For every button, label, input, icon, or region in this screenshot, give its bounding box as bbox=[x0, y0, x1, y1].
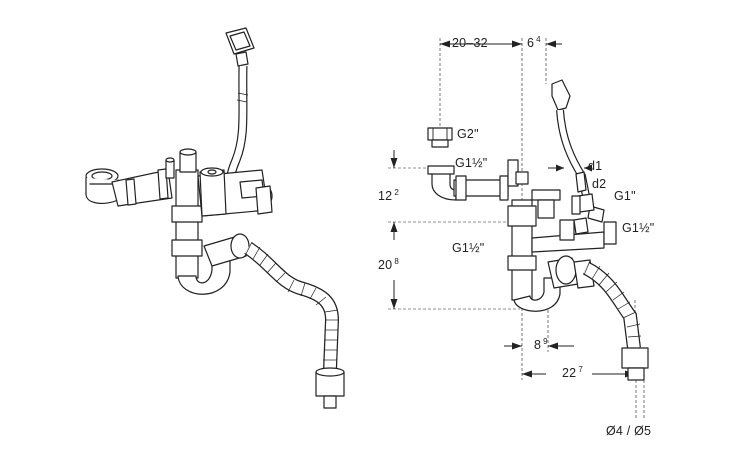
thread-g1half-mid: G1½" bbox=[452, 241, 485, 255]
trap-body bbox=[165, 148, 273, 295]
label-d1: d1 bbox=[588, 159, 603, 173]
elbow-inlet bbox=[427, 159, 529, 201]
thread-g1half-top: G1½" bbox=[455, 156, 488, 170]
overflow-knob bbox=[225, 27, 255, 67]
cap-g2 bbox=[427, 127, 453, 148]
drain-hose-right bbox=[582, 260, 649, 381]
dim-top-range: 20–32 bbox=[452, 36, 488, 50]
label-d2: d2 bbox=[592, 177, 607, 191]
drain-hose-left bbox=[244, 241, 345, 409]
overflow-hose-right bbox=[551, 79, 595, 215]
strainer-pipe bbox=[85, 168, 173, 207]
thread-g1half-right: G1½" bbox=[622, 221, 655, 235]
thread-g2: G2" bbox=[457, 127, 479, 141]
thread-g1: G1" bbox=[614, 189, 636, 203]
trap-main bbox=[507, 189, 617, 312]
diameter-range: Ø4 / Ø5 bbox=[606, 424, 652, 438]
